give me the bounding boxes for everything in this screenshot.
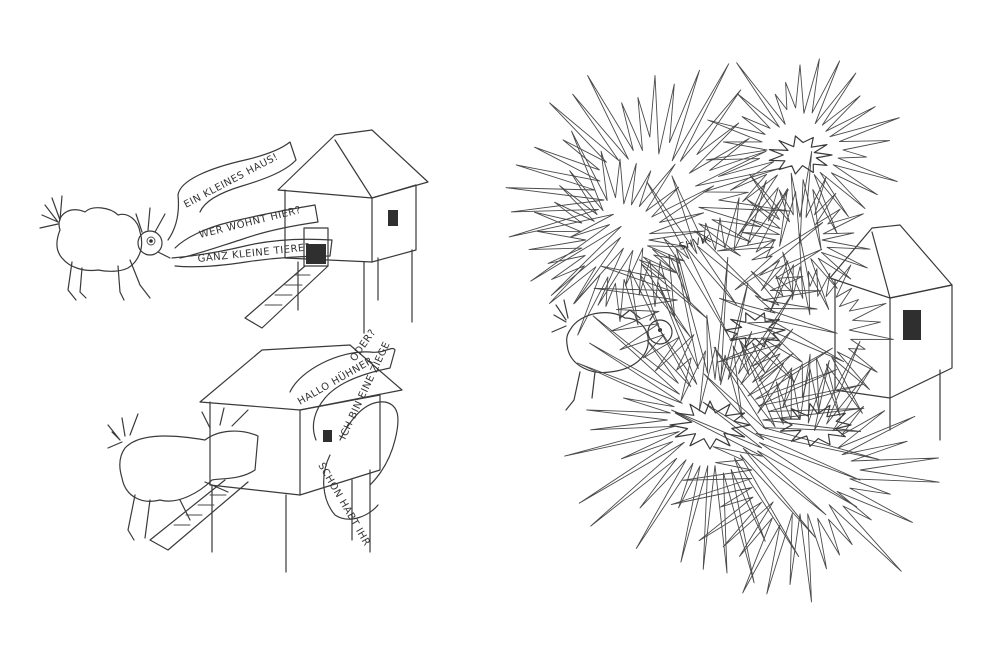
burst-spike-star [716,150,871,316]
burst-zigzag [724,312,786,348]
top-goat [39,195,171,301]
speech-ein-kleines-haus: EIN KLEINES HAUS! [182,152,280,211]
right-hen-house [829,224,953,441]
bottom-hen-house [149,344,403,573]
top-hen-house [244,129,429,334]
burst-spike-star [670,339,940,603]
bottom-speech-ribbons: HALLO HÜHNER ODER? ICH BIN EINE ZIEGE SC… [289,327,399,548]
left-page: EIN KLEINES HAUS! WER WOHNT HIER? GANZ K… [39,129,429,573]
speech-ich-bin-eine-ziege: ICH BIN EINE ZIEGE [338,340,393,441]
burst-spike-star [717,232,894,417]
speech-schon-habt-ihr: SCHON HABT IHR [315,461,372,548]
right-page: SHVIK [500,0,1000,671]
burst-spike-star [528,130,715,338]
bottom-goat [107,407,259,541]
speech-ganz-kleine-tiere: GANZ KLEINE TIERE? [197,242,311,265]
left-page-illustration: EIN KLEINES HAUS! WER WOHNT HIER? GANZ K… [39,129,429,573]
speech-wer-wohnt-hier: WER WOHNT HIER? [198,205,302,241]
burst-spike-star [564,254,880,584]
burst-zigzag [779,403,852,447]
burst-spike-star [505,63,790,339]
right-page-illustration: SHVIK [505,58,953,603]
burst-spike-star [705,58,900,251]
sound-effect-text: SHVIK [678,234,712,253]
burst-spike-star [593,175,845,419]
burst-zigzag [768,135,833,175]
feather-burst [505,58,940,603]
burst-zigzag [669,400,751,450]
right-goat [551,299,673,411]
